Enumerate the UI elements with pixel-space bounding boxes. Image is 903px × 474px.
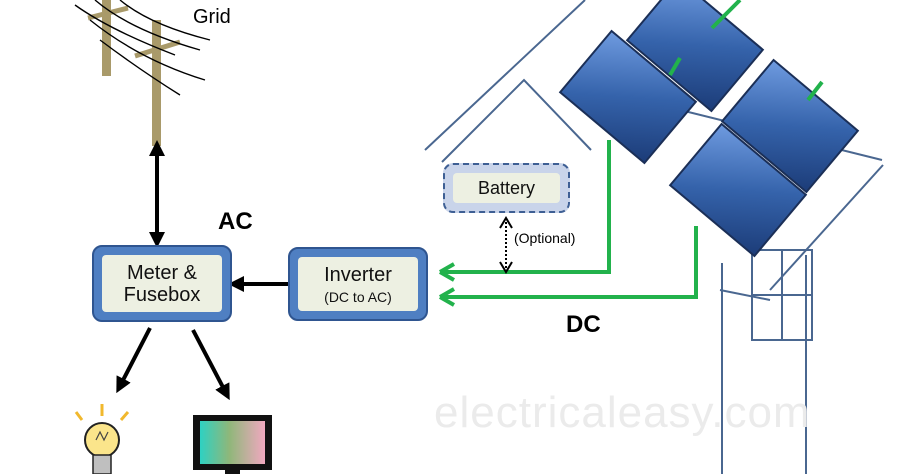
inverter-line2: (DC to AC) bbox=[324, 288, 392, 305]
inverter-line1: Inverter bbox=[324, 263, 392, 286]
solar-panel-1 bbox=[625, 0, 765, 113]
dc-wiring bbox=[439, 0, 824, 307]
solar-panels bbox=[558, 0, 860, 258]
meter-fusebox-box: Meter & Fusebox bbox=[92, 245, 232, 322]
inverter-box: Inverter (DC to AC) bbox=[288, 247, 428, 321]
grid-label: Grid bbox=[193, 6, 231, 28]
meter-bulb-arrow bbox=[116, 327, 152, 394]
meter-line1: Meter & bbox=[126, 261, 198, 284]
grid-poles-icon bbox=[74, 0, 211, 146]
battery-optional-arrow bbox=[499, 216, 513, 274]
tv-icon bbox=[193, 415, 272, 474]
battery-label: Battery bbox=[477, 177, 536, 198]
meter-line2: Fusebox bbox=[123, 283, 201, 306]
dc-label: DC bbox=[566, 311, 601, 338]
ac-label: AC bbox=[218, 208, 253, 235]
solar-panel-2 bbox=[558, 29, 698, 165]
solar-panel-3 bbox=[720, 58, 860, 194]
optional-label: (Optional) bbox=[514, 230, 576, 246]
light-bulb-icon bbox=[74, 404, 130, 474]
meter-tv-arrow bbox=[191, 329, 230, 401]
battery-box: Battery bbox=[443, 163, 570, 213]
solar-panel-4 bbox=[668, 122, 808, 258]
watermark: electricaleasy.com bbox=[434, 388, 811, 437]
